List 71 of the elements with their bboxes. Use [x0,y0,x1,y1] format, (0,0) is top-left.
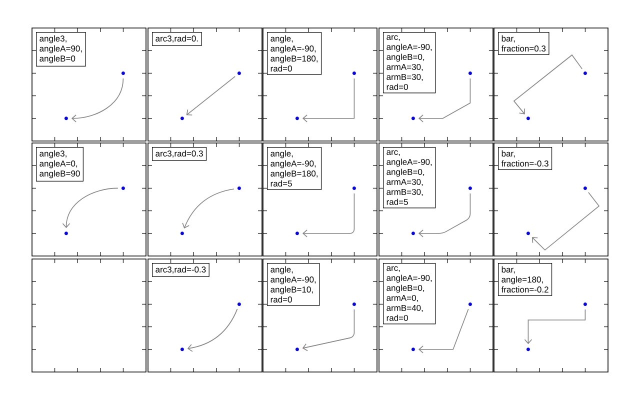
label-box: arc, angleA=-90, angleB=0, armA=0, armB=40, rad=0 [383,263,436,324]
arrow [418,308,469,354]
data-point [237,302,241,306]
arrow [418,78,471,122]
label-box: bar, fraction=-0.3 [498,147,552,170]
label-box: bar, angle=180, fraction=-0.2 [498,263,552,296]
arrow [62,188,118,228]
data-point [411,232,415,236]
data-point [526,116,530,120]
data-point [352,71,356,75]
label-box: arc, angleA=-90, angleB=0, armA=30, armB=30, rad=0 [383,32,436,94]
axes-panel [148,28,262,142]
axes-panel [494,142,608,256]
axes-panel [262,28,378,142]
data-point [468,302,472,306]
data-point [411,348,415,352]
data-point [583,186,587,190]
data-point [352,186,356,190]
arrow [71,78,124,122]
axes-panel [494,28,608,142]
axes-panel [262,142,378,256]
data-point [64,232,68,236]
data-point [121,186,125,190]
label-box: angle3, angleA=0, angleB=90 [36,147,84,182]
arrow [302,78,355,122]
data-point [295,348,299,352]
data-point [583,71,587,75]
axes-panel [32,258,146,372]
axes-panel [32,28,146,142]
data-point [468,186,472,190]
label-box: angle, angleA=-90, angleB=180, rad=5 [267,147,322,190]
axes-panel [378,142,494,256]
arrow [182,188,234,229]
data-point [352,302,356,306]
arrow [524,309,586,344]
label-box: angle, angleA=-90, angleB=10, rad=0 [267,263,320,306]
data-point [180,116,184,120]
label-box: arc3,rad=0. [152,32,202,46]
axes-panel [148,258,262,372]
arrow [186,76,236,116]
arrow [418,193,471,238]
axes-panel [148,142,262,256]
data-point [526,232,530,236]
arrow [302,309,355,352]
axes-panel [378,28,494,142]
data-point [295,232,299,236]
label-box: arc3,rad=0.3 [152,147,207,161]
arrow [513,54,583,114]
label-box: bar, fraction=0.3 [498,32,550,55]
label-box: arc, angleA=-90, angleB=0, armA=30, armB=30, rad=5 [383,147,436,208]
data-point [64,116,68,120]
data-point [180,232,184,236]
axes-panel [32,142,146,256]
data-point [468,71,472,75]
arrow [302,193,355,238]
axes-panel [262,258,378,372]
label-box: angle, angleA=-90, angleB=180, rad=0 [267,32,322,75]
data-point [237,186,241,190]
label-box: angle3, angleA=90, angleB=0 [36,32,86,67]
axes-panel [378,258,494,372]
arrow [532,192,600,251]
label-box: arc3,rad=-0.3 [152,263,210,277]
data-point [583,302,587,306]
data-point [295,116,299,120]
axes-panel [494,258,608,372]
data-point [237,71,241,75]
data-point [411,116,415,120]
data-point [180,348,184,352]
data-point [526,348,530,352]
arrow [187,308,238,352]
data-point [121,71,125,75]
